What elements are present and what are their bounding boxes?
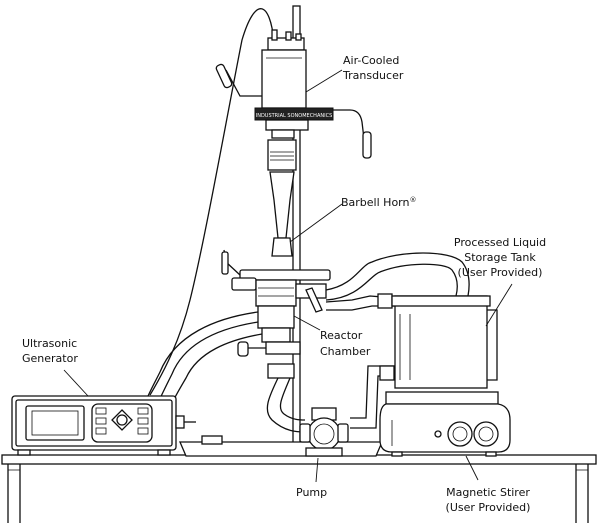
storage-tank <box>391 295 498 389</box>
magnetic-stirer <box>379 391 511 457</box>
tank-label-line3: (User Provided) <box>458 266 543 279</box>
transducer: INDUSTRIAL SONOMECHANICS <box>215 29 372 159</box>
tank-label-line1: Processed Liquid <box>454 236 546 249</box>
reactor-label-line2: Chamber <box>320 345 371 358</box>
generator-label-line2: Generator <box>22 352 78 365</box>
tank-label-line2: Storage Tank <box>464 251 536 264</box>
ultrasonic-generator <box>11 395 196 456</box>
stirer-label-line1: Magnetic Stirer <box>446 486 530 499</box>
pump-label: Pump <box>296 486 327 499</box>
leader-lines <box>63 69 513 483</box>
stirer-label-line2: (User Provided) <box>446 501 531 514</box>
transducer-label-line1: Air-Cooled <box>343 54 399 67</box>
horn-label: Barbell Horn® <box>341 196 416 209</box>
pump <box>299 407 349 457</box>
horn-label-text: Barbell Horn <box>341 196 409 209</box>
logo-text: INDUSTRIAL SONOMECHANICS <box>256 113 333 119</box>
generator-label-line1: Ultrasonic <box>22 337 77 350</box>
barbell-horn <box>267 129 297 257</box>
transducer-label-line2: Transducer <box>342 69 404 82</box>
reactor-label-line1: Reactor <box>320 329 363 342</box>
reactor-chamber <box>221 249 331 379</box>
horn-label-mark: ® <box>409 196 416 204</box>
